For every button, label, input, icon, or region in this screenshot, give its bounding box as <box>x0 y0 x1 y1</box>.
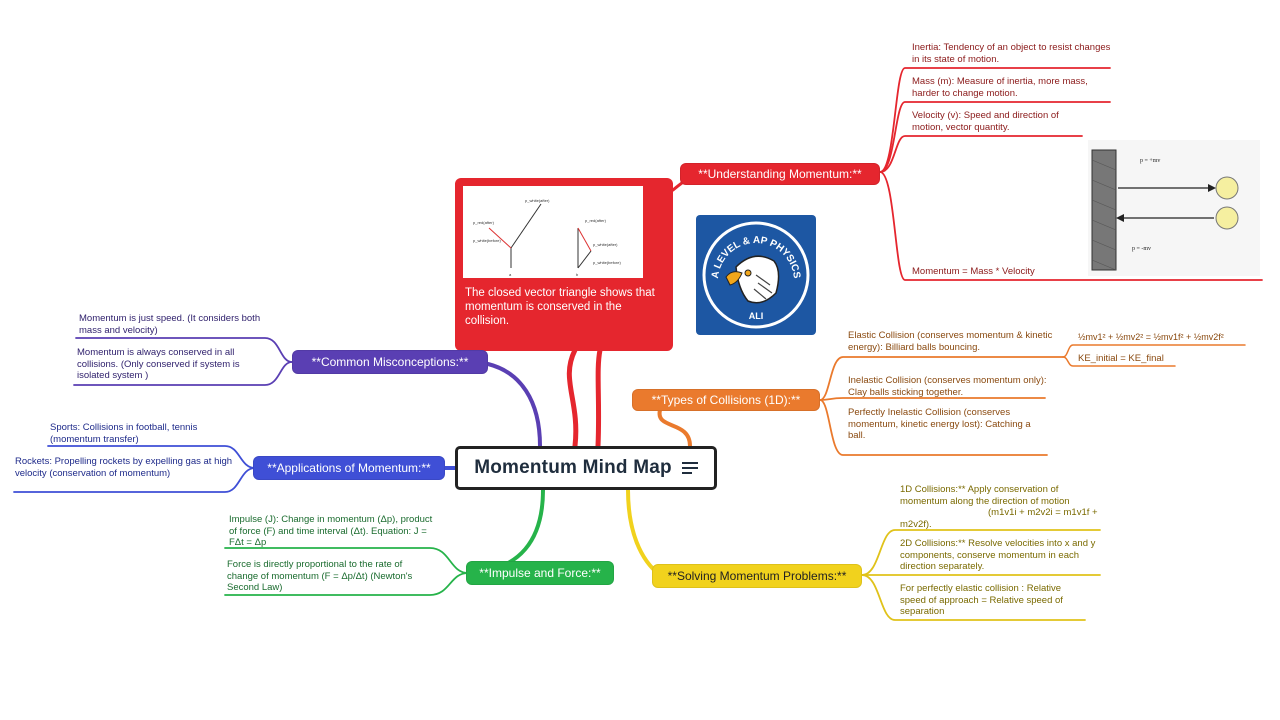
ill-label-top: p = +mv <box>1140 158 1160 164</box>
leaf-text: (m1v1i + m2v2i = m1v1f + <box>988 507 1098 518</box>
leaf-inertia[interactable]: Inertia: Tendency of an object to resist… <box>912 42 1112 65</box>
leaf-velocity[interactable]: Velocity (v): Speed and direction of mot… <box>912 110 1084 133</box>
leaf-text: Rockets: Propelling rockets by expelling… <box>15 456 233 479</box>
eagle-head-icon: A LEVEL & AP PHYSICS ALI <box>702 221 810 329</box>
leaf-momentum-equation[interactable]: Momentum = Mass * Velocity <box>912 266 1112 278</box>
leaf-text: Impulse (J): Change in momentum (Δp), pr… <box>229 514 433 548</box>
leaf-text: Mass (m): Measure of inertia, more mass,… <box>912 76 1088 99</box>
diagram-label: a <box>509 272 512 277</box>
menu-lines-icon <box>681 462 698 474</box>
branch-label: **Impulse and Force:** <box>479 566 601 580</box>
leaf-momentum-just-speed[interactable]: Momentum is just speed. (It considers bo… <box>79 313 269 336</box>
leaf-text: Momentum = Mass * Velocity <box>912 266 1035 277</box>
diagram-label: p_white(before) <box>473 238 501 243</box>
leaf-mass[interactable]: Mass (m): Measure of inertia, more mass,… <box>912 76 1112 99</box>
branch-label: **Types of Collisions (1D):** <box>651 393 801 407</box>
diagram-label: p_white(before) <box>593 260 621 265</box>
branch-label: **Applications of Momentum:** <box>267 461 431 475</box>
branch-impulse-and-force[interactable]: **Impulse and Force:** <box>466 561 614 585</box>
diagram-label: b <box>576 272 579 277</box>
diagram-label: p_white(after) <box>593 242 618 247</box>
branch-label: **Solving Momentum Problems:** <box>667 569 847 583</box>
leaf-text: Momentum is always conserved in all coll… <box>77 347 240 381</box>
leaf-elastic-collision[interactable]: Elastic Collision (conserves momentum & … <box>848 330 1058 353</box>
leaf-sports[interactable]: Sports: Collisions in football, tennis (… <box>50 422 230 445</box>
branch-understanding-momentum[interactable]: **Understanding Momentum:** <box>680 163 880 185</box>
branch-solving-momentum-problems[interactable]: **Solving Momentum Problems:** <box>652 564 862 588</box>
leaf-text: Perfectly Inelastic Collision (conserves… <box>848 407 1031 441</box>
leaf-ke-initial-final[interactable]: KE_initial = KE_final <box>1078 353 1188 365</box>
ill-label-bottom: p = -mv <box>1132 246 1151 252</box>
leaf-text: Force is directly proportional to the ra… <box>227 559 413 593</box>
diagram-label: p_white(after) <box>525 198 550 203</box>
logo-bottom-text: ALI <box>749 311 764 321</box>
leaf-inelastic-collision[interactable]: Inelastic Collision (conserves momentum … <box>848 375 1048 398</box>
leaf-elastic-ke-equation[interactable]: ½mv1² + ½mv2² = ½mv1f² + ½mv2f² <box>1078 332 1258 344</box>
branch-common-misconceptions[interactable]: **Common Misconceptions:** <box>292 350 488 374</box>
branch-label: **Common Misconceptions:** <box>311 355 469 369</box>
leaf-perfectly-inelastic[interactable]: Perfectly Inelastic Collision (conserves… <box>848 407 1048 442</box>
leaf-text: 1D Collisions:** Apply conservation of m… <box>900 484 1070 507</box>
branch-applications-of-momentum[interactable]: **Applications of Momentum:** <box>253 456 445 480</box>
leaf-2d-collisions[interactable]: 2D Collisions:** Resolve velocities into… <box>900 538 1100 573</box>
leaf-text: KE_initial = KE_final <box>1078 353 1164 364</box>
leaf-text: Inertia: Tendency of an object to resist… <box>912 42 1111 65</box>
leaf-text: For perfectly elastic collision : Relati… <box>900 583 1063 617</box>
central-topic[interactable]: Momentum Mind Map <box>455 446 717 490</box>
vector-triangle-card[interactable]: p_white(after) p_red(after) p_white(befo… <box>455 178 673 351</box>
leaf-text: m2v2f). <box>900 518 932 530</box>
leaf-text: Velocity (v): Speed and direction of mot… <box>912 110 1059 133</box>
leaf-always-conserved[interactable]: Momentum is always conserved in all coll… <box>77 347 267 382</box>
diagram-label: p_red(after) <box>473 220 495 225</box>
leaf-text: Inelastic Collision (conserves momentum … <box>848 375 1047 398</box>
leaf-force-rate-of-change[interactable]: Force is directly proportional to the ra… <box>227 559 432 594</box>
physics-logo: A LEVEL & AP PHYSICS ALI <box>696 215 816 335</box>
leaf-text: 2D Collisions:** Resolve velocities into… <box>900 538 1096 572</box>
leaf-text: ½mv1² + ½mv2² = ½mv1f² + ½mv2f² <box>1078 332 1224 342</box>
leaf-1d-collisions[interactable]: 1D Collisions:** Apply conservation of m… <box>900 484 1100 530</box>
leaf-text: Sports: Collisions in football, tennis (… <box>50 422 198 445</box>
diagram-label: p_red(after) <box>585 218 607 223</box>
leaf-text: Momentum is just speed. (It considers bo… <box>79 313 261 336</box>
branch-types-of-collisions[interactable]: **Types of Collisions (1D):** <box>632 389 820 411</box>
branch-label: **Understanding Momentum:** <box>698 167 862 181</box>
vector-triangle-caption: The closed vector triangle shows that mo… <box>465 287 655 327</box>
leaf-text: Elastic Collision (conserves momentum & … <box>848 330 1053 353</box>
vector-triangle-diagram: p_white(after) p_red(after) p_white(befo… <box>463 186 643 278</box>
momentum-wall-illustration: p = +mv p = -mv <box>1088 140 1260 276</box>
leaf-impulse-definition[interactable]: Impulse (J): Change in momentum (Δp), pr… <box>229 514 439 549</box>
leaf-rockets[interactable]: Rockets: Propelling rockets by expelling… <box>15 456 245 479</box>
central-title: Momentum Mind Map <box>474 457 672 478</box>
leaf-elastic-relative-speed[interactable]: For perfectly elastic collision : Relati… <box>900 583 1086 618</box>
